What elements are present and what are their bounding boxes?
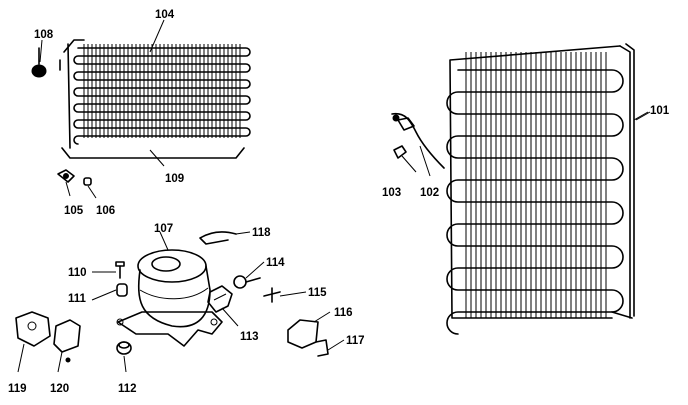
compressor: [116, 249, 223, 347]
label-102: 102: [420, 187, 439, 199]
label-101: 101: [650, 105, 670, 117]
label-110: 110: [68, 267, 87, 279]
clip-part-115: [263, 287, 281, 303]
condenser-coil: [446, 43, 649, 335]
label-116: 116: [334, 307, 353, 319]
label-114: 114: [266, 257, 285, 269]
label-112: 112: [118, 383, 137, 395]
drain-fitting-part: [57, 169, 75, 183]
grommet-part: [83, 177, 92, 186]
capacitor-part: [233, 275, 261, 289]
label-113: 113: [240, 331, 259, 343]
label-111: 111: [68, 293, 87, 305]
label-104: 104: [155, 9, 175, 21]
part-number-labels: 104 108 109 105 106 103 102 101 107 118 …: [8, 9, 670, 395]
filter-drier-part: [391, 112, 445, 169]
relay-part: [207, 285, 233, 313]
label-115: 115: [308, 287, 327, 299]
label-106: 106: [96, 205, 115, 217]
label-105: 105: [64, 205, 84, 217]
label-108: 108: [34, 29, 54, 41]
label-103: 103: [382, 187, 401, 199]
evaporator-coil: [59, 39, 251, 159]
label-120: 120: [50, 383, 69, 395]
label-119: 119: [8, 383, 27, 395]
clip-part: [393, 145, 407, 159]
thermostat-bulb-part: [31, 47, 47, 78]
label-117: 117: [346, 335, 365, 347]
terminal-block-part: [287, 319, 319, 349]
label-109: 109: [165, 173, 184, 185]
cover-part: [15, 311, 51, 347]
grommet-part-111: [116, 283, 128, 297]
bracket-part: [315, 339, 329, 357]
leader-lines: [17, 19, 651, 373]
wire-harness-part: [199, 231, 237, 245]
bolt-part: [115, 261, 125, 279]
label-107: 107: [154, 223, 173, 235]
cap-part: [116, 341, 132, 355]
mount-bracket-part: [53, 319, 81, 363]
label-118: 118: [252, 227, 271, 239]
